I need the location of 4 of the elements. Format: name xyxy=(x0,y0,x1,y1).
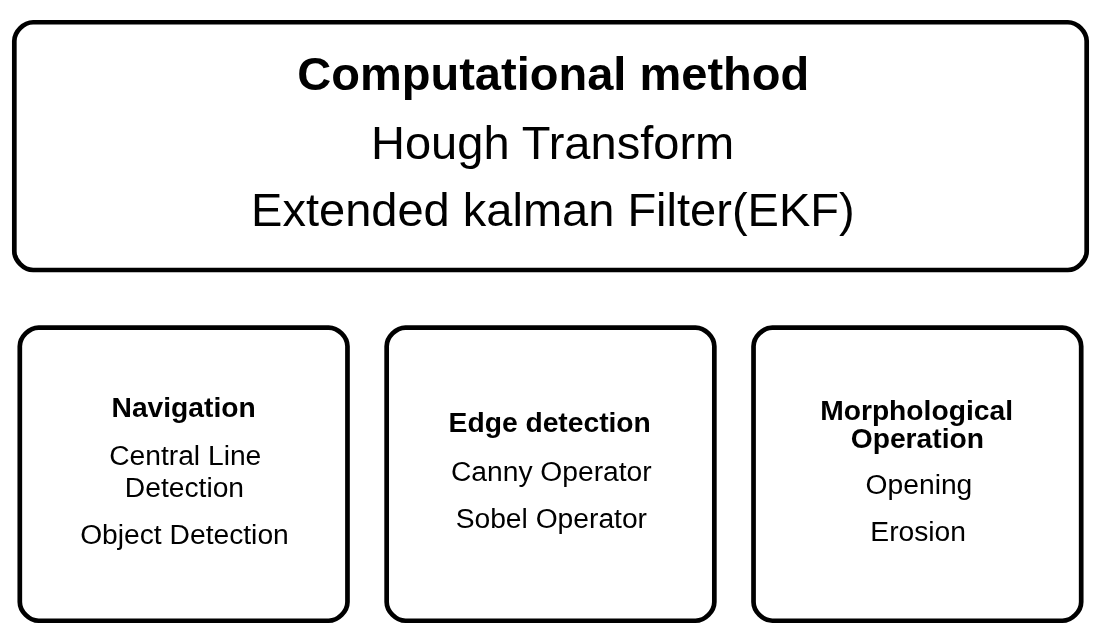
node-box: Morphological Operation Opening Erosion xyxy=(751,325,1084,624)
node-box: Edge detection Canny Operator Sobel Operator xyxy=(384,325,717,624)
node-box: Computational method Hough Transform Extended kalman Filter(EKF) xyxy=(11,19,1090,273)
node-box: Navigation Central Line Detection Object Detection xyxy=(17,325,350,624)
